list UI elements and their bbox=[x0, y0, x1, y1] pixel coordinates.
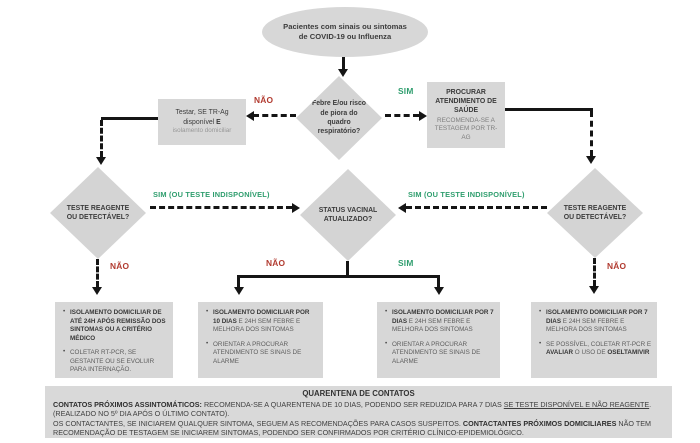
outcome4-item1-bold: ISOLAMENTO DOMICILIAR POR 7 DIAS bbox=[546, 309, 648, 325]
quarantine-p1-end: . bbox=[649, 399, 652, 409]
start-node-label: Pacientes com sinais ou sintomas de COVI… bbox=[283, 22, 407, 41]
arrowhead-vaccine-no bbox=[233, 287, 244, 295]
label-yes-left-test: SIM (OU TESTE INDISPONÍVEL) bbox=[153, 190, 270, 199]
test-box-line1: Testar, SE TR-Ag disponível E bbox=[162, 108, 242, 127]
arrowhead-fever-to-test bbox=[246, 111, 254, 121]
arrowhead-vaccine-yes bbox=[433, 287, 444, 295]
outcome1-item1: ISOLAMENTO DOMICILIAR DE ATÉ 24H APÓS RE… bbox=[63, 308, 168, 343]
test-box-line2: isolamento domiciliar bbox=[172, 127, 232, 135]
label-yes-right-test: SIM (OU TESTE INDISPONÍVEL) bbox=[408, 190, 525, 199]
connector-lefttest-to-outcome1 bbox=[96, 259, 99, 287]
arrowhead-fever-to-care bbox=[419, 111, 427, 121]
connector-righttest-to-vaccine bbox=[406, 206, 547, 209]
outcome2-item2: ORIENTAR A PROCURAR ATENDIMENTO SE SINAI… bbox=[206, 340, 318, 367]
decision-right-test: TESTE REAGENTE OU DETECTÁVEL? bbox=[547, 168, 643, 258]
outcome-box-4: ISOLAMENTO DOMICILIAR POR 7 DIAS E 24H S… bbox=[531, 302, 657, 378]
outcome4-item2-bold2: OSELTAMIVIR bbox=[607, 349, 650, 356]
connector-start-to-fever bbox=[342, 57, 345, 71]
arrowhead-righttest-to-vaccine bbox=[398, 203, 406, 213]
connector-lefttest-to-vaccine bbox=[150, 206, 292, 209]
test-box-line1-text: Testar, SE TR-Ag disponível bbox=[175, 109, 229, 126]
connector-test-elbow-h bbox=[101, 117, 158, 120]
care-box: PROCURAR ATENDIMENTO DE SAÚDE RECOMENDA-… bbox=[427, 82, 505, 148]
connector-vaccine-no-drop bbox=[237, 278, 240, 287]
decision-fever: Febre E/ou risco de piora do quadro resp… bbox=[296, 76, 382, 160]
label-yes-vaccine: SIM bbox=[398, 258, 414, 268]
outcome4-item1-rest: E 24H SEM FEBRE E MELHORA DOS SINTOMAS bbox=[546, 317, 627, 334]
arrowhead-lefttest-to-vaccine bbox=[292, 203, 300, 213]
outcome4-item1: ISOLAMENTO DOMICILIAR POR 7 DIAS E 24H S… bbox=[539, 308, 652, 335]
outcome3-item2: ORIENTAR A PROCURAR ATENDIMENTO SE SINAI… bbox=[385, 340, 495, 367]
outcome1-item2: COLETAR RT-PCR, SE GESTANTE OU SE EVOLUI… bbox=[63, 348, 168, 375]
outcome-box-2: ISOLAMENTO DOMICILIAR POR 10 DIAS E 24H … bbox=[198, 302, 323, 378]
outcome-box-3: ISOLAMENTO DOMICILIAR POR 7 DIAS E 24H S… bbox=[377, 302, 500, 378]
outcome4-item2-a: SE POSSÍVEL, COLETAR RT-PCR E bbox=[546, 340, 652, 348]
outcome3-item1: ISOLAMENTO DOMICILIAR POR 7 DIAS E 24H S… bbox=[385, 308, 495, 335]
outcome3-item1-rest: E 24H SEM FEBRE E MELHORA DOS SINTOMAS bbox=[392, 317, 473, 334]
care-box-note: RECOMENDA-SE A TESTAGEM POR TR-AG bbox=[434, 116, 498, 141]
connector-vaccine-yes-drop bbox=[437, 278, 440, 287]
quarantine-p1-underline: SE TESTE DISPONÍVEL E NÃO REAGENTE bbox=[503, 399, 650, 409]
connector-vaccine-stem bbox=[346, 261, 349, 278]
quarantine-p3-text: OS CONTACTANTES, SE INICIAREM QUALQUER S… bbox=[53, 418, 463, 428]
decision-vaccine: STATUS VACINAL ATUALIZADO? bbox=[300, 169, 396, 261]
label-no-right-test: NÃO bbox=[607, 261, 627, 271]
outcome4-item2-c: O USO DE bbox=[573, 349, 608, 356]
start-node: Pacientes com sinais ou sintomas de COVI… bbox=[262, 7, 428, 57]
outcome2-item1-rest: E 24H SEM FEBRE E MELHORA DOS SINTOMAS bbox=[213, 317, 301, 334]
quarantine-paragraph-2: (REALIZADO NO 5º DIA APÓS O ÚLTIMO CONTA… bbox=[53, 409, 230, 419]
label-no-left-test: NÃO bbox=[110, 261, 130, 271]
connector-care-elbow-h bbox=[505, 108, 593, 111]
outcome1-item1-bold: ISOLAMENTO DOMICILIAR DE ATÉ 24H APÓS RE… bbox=[70, 309, 166, 342]
quarantine-p1-text: RECOMENDA-SE A QUARENTENA DE 10 DIAS, PO… bbox=[201, 399, 504, 409]
arrowhead-start-to-fever bbox=[338, 69, 348, 77]
connector-fever-to-care bbox=[385, 114, 419, 117]
label-yes-fever: SIM bbox=[398, 86, 414, 96]
decision-left-test-label: TESTE REAGENTE OU DETECTÁVEL? bbox=[66, 204, 130, 221]
quarantine-p1-bold: CONTATOS PRÓXIMOS ASSINTOMÁTICOS: bbox=[53, 399, 202, 409]
connector-test-to-lefttest bbox=[100, 120, 103, 157]
quarantine-p3-tail: NÃO TEM RECOMENDAÇÃO DE TESTAGEM SE INIC… bbox=[53, 418, 651, 438]
decision-right-test-label: TESTE REAGENTE OU DETECTÁVEL? bbox=[563, 204, 627, 221]
decision-left-test: TESTE REAGENTE OU DETECTÁVEL? bbox=[50, 167, 146, 259]
test-box: Testar, SE TR-Ag disponível E isolamento… bbox=[158, 99, 246, 145]
test-box-line1-bold: E bbox=[216, 118, 221, 126]
arrowhead-care-to-righttest bbox=[586, 156, 596, 164]
quarantine-title: QUARENTENA DE CONTATOS bbox=[302, 389, 415, 398]
arrowhead-lefttest-to-outcome1 bbox=[92, 287, 102, 295]
quarantine-panel: QUARENTENA DE CONTATOS CONTATOS PRÓXIMOS… bbox=[45, 386, 672, 438]
connector-righttest-to-outcome4 bbox=[593, 258, 596, 286]
outcome-box-1: ISOLAMENTO DOMICILIAR DE ATÉ 24H APÓS RE… bbox=[55, 302, 173, 378]
outcome3-item1-bold: ISOLAMENTO DOMICILIAR POR 7 DIAS bbox=[392, 309, 494, 325]
connector-fever-to-test bbox=[253, 114, 296, 117]
outcome4-item2-bold1: AVALIAR bbox=[546, 349, 574, 356]
quarantine-paragraph-1: CONTATOS PRÓXIMOS ASSINTOMÁTICOS: RECOME… bbox=[53, 400, 664, 410]
outcome2-item1-bold: ISOLAMENTO DOMICILIAR POR 10 DIAS bbox=[213, 309, 310, 325]
care-box-title: PROCURAR ATENDIMENTO DE SAÚDE bbox=[435, 88, 497, 115]
quarantine-paragraph-3: OS CONTACTANTES, SE INICIAREM QUALQUER S… bbox=[53, 419, 664, 438]
connector-care-to-righttest bbox=[590, 111, 593, 156]
quarantine-p3-bold: CONTACTANTES PRÓXIMOS DOMICILIARES bbox=[462, 418, 617, 428]
label-no-fever: NÃO bbox=[254, 95, 274, 105]
arrowhead-righttest-to-outcome4 bbox=[589, 286, 599, 294]
decision-fever-label: Febre E/ou risco de piora do quadro resp… bbox=[312, 100, 366, 136]
arrowhead-test-to-lefttest bbox=[96, 157, 106, 165]
label-no-vaccine: NÃO bbox=[266, 258, 286, 268]
connector-vaccine-branch bbox=[237, 275, 440, 278]
outcome2-item1: ISOLAMENTO DOMICILIAR POR 10 DIAS E 24H … bbox=[206, 308, 318, 335]
decision-vaccine-label: STATUS VACINAL ATUALIZADO? bbox=[318, 206, 378, 223]
outcome4-item2: SE POSSÍVEL, COLETAR RT-PCR E AVALIAR O … bbox=[539, 340, 652, 358]
